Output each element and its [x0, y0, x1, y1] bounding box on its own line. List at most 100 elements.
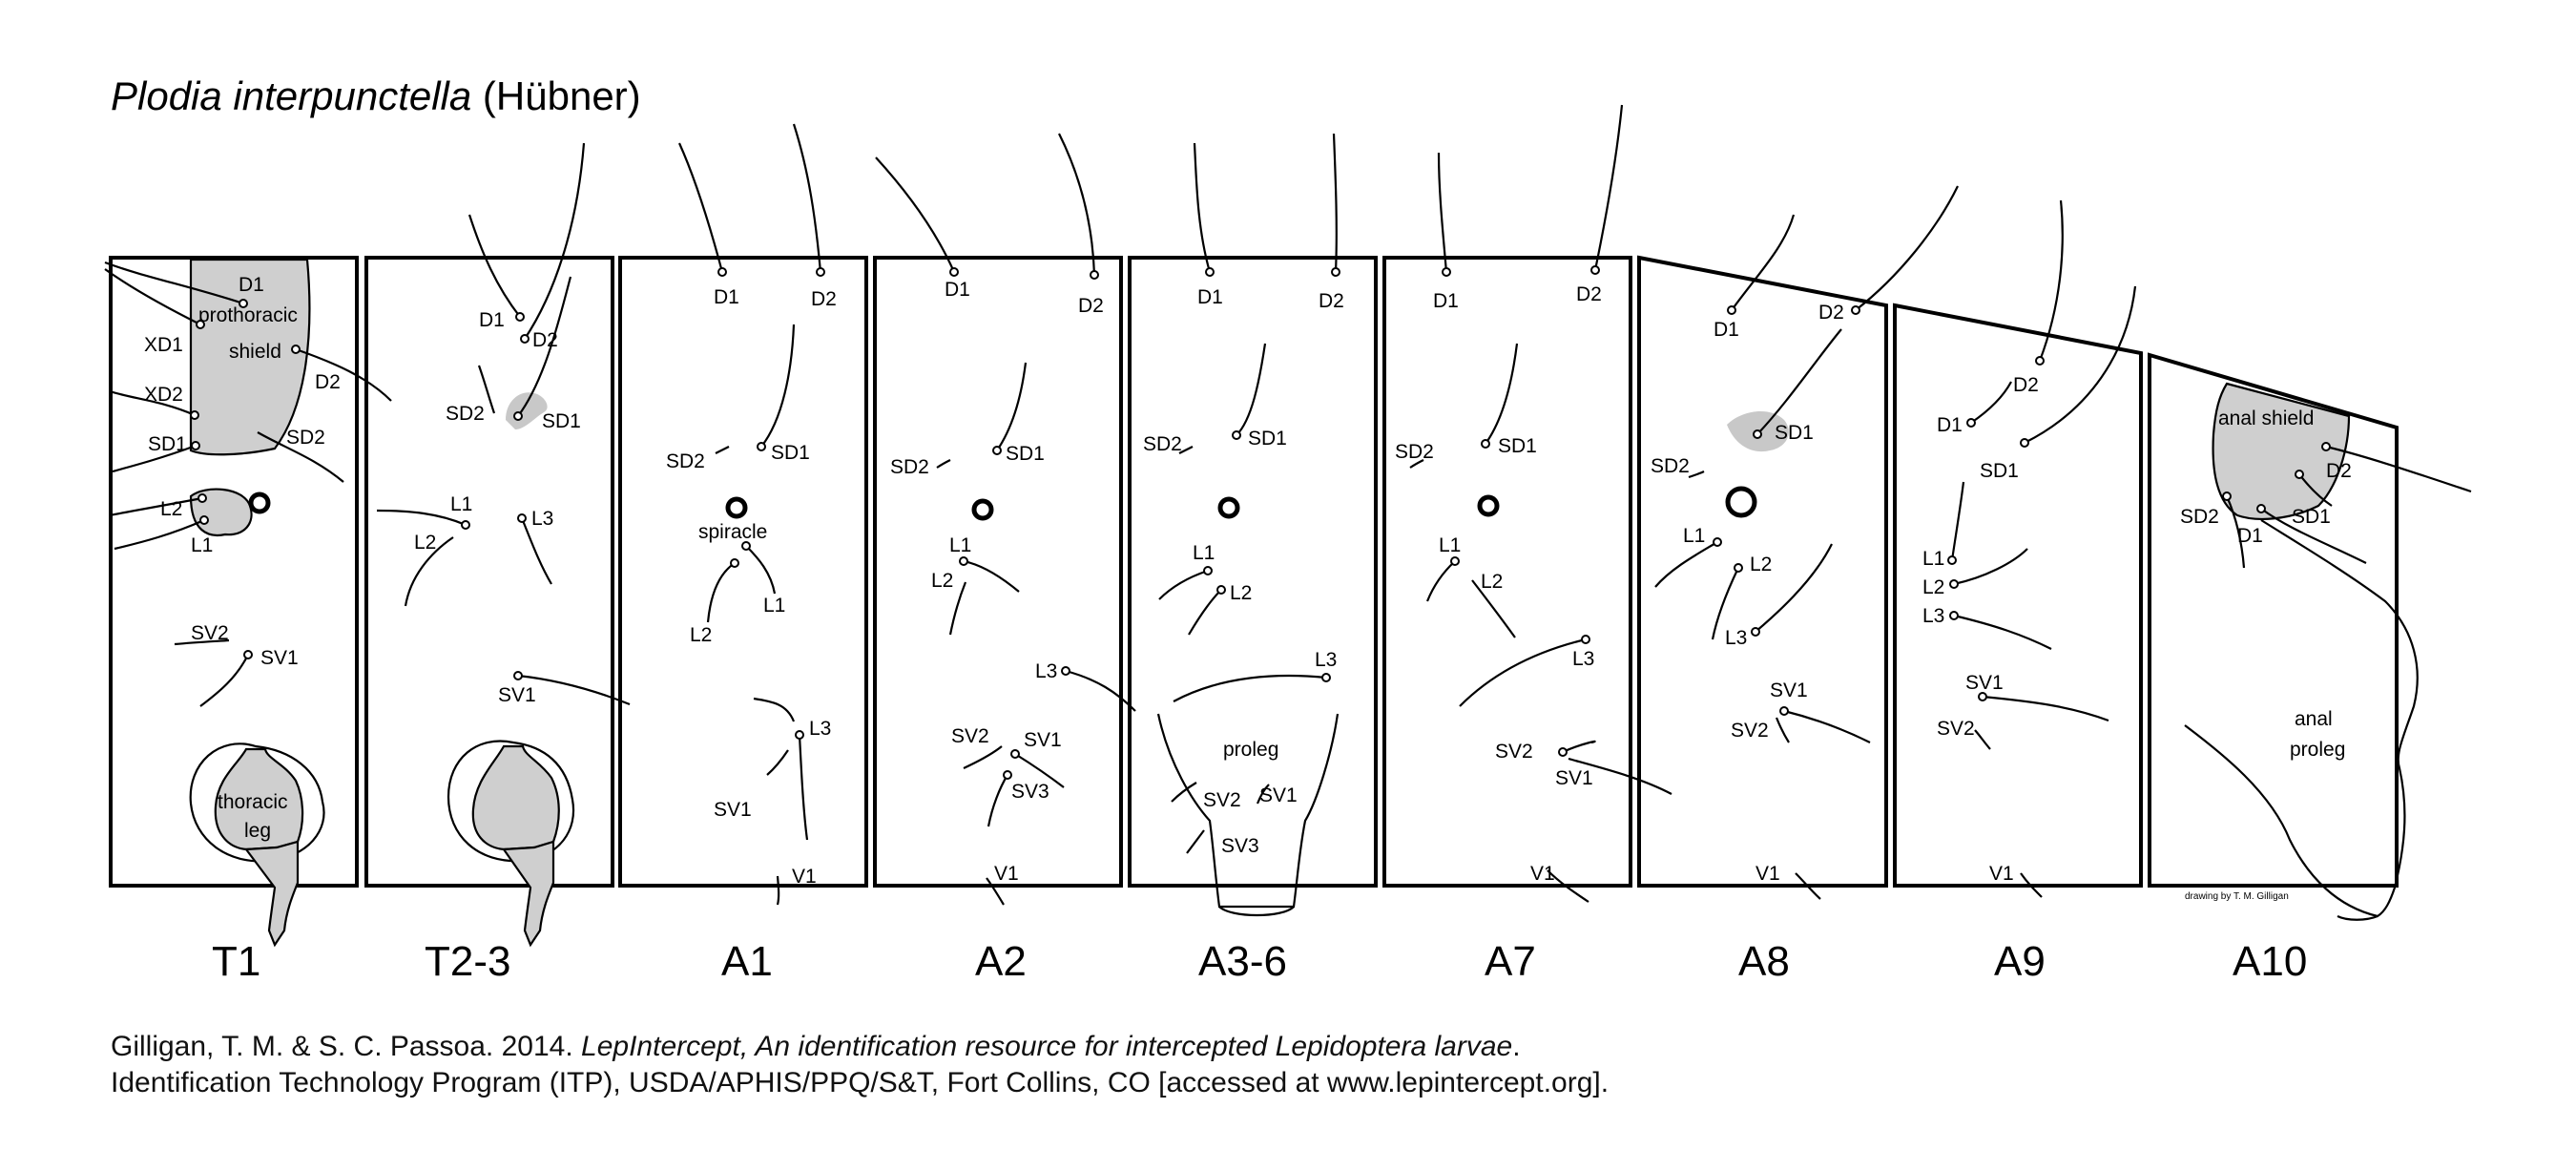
label-l1-t23: L1: [450, 493, 472, 515]
segment-label-t2-3: T2-3: [425, 938, 510, 985]
seta-l3-a8: [1755, 543, 1833, 633]
citation-line-2: Identification Technology Program (ITP),…: [111, 1067, 1610, 1098]
segment-box-a9: [1893, 303, 2143, 888]
label-sv3-a36: SV3: [1221, 835, 1259, 857]
segment-label-a1: A1: [721, 938, 773, 985]
seta-d1-t23: [467, 214, 521, 318]
seta-d1-a8: [1731, 214, 1796, 311]
proleg-tip: [1218, 906, 1295, 917]
label-d2-a7: D2: [1576, 283, 1602, 305]
label-l2-t1: L2: [160, 498, 182, 520]
pin-l3-t23: [517, 513, 527, 523]
segment-label-a9: A9: [1994, 938, 2046, 985]
pin-l3-a8: [1751, 627, 1760, 637]
pin-sv2-a7: [1558, 747, 1568, 757]
label-d1-a1: D1: [714, 286, 739, 308]
anal-proleg-label-1: anal: [2295, 708, 2333, 730]
label-sv1-t1: SV1: [260, 647, 299, 669]
pin-d2-a36: [1331, 267, 1340, 277]
pin-sd1-a7: [1481, 439, 1490, 449]
seta-xd1-t1: [104, 268, 201, 325]
seta-sd2-t23: [477, 365, 496, 414]
thoracic-leg-distal-t1: [243, 840, 300, 948]
label-sv2-a7: SV2: [1495, 741, 1533, 763]
seta-l3-a1-b: [798, 734, 809, 841]
label-sv2-t1: SV2: [191, 622, 229, 644]
label-d1-a7: D1: [1433, 290, 1459, 312]
anal-shield: [2212, 382, 2351, 520]
prothoracic-shield-label-2: shield: [229, 341, 281, 363]
seta-l2-t23: [404, 536, 454, 607]
seta-d1-a1: [677, 142, 724, 273]
pin-xd1-t1: [196, 320, 205, 329]
label-sd1-a9: SD1: [1980, 460, 2019, 482]
citation-work: LepIntercept, An identification resource…: [581, 1031, 1513, 1062]
pin-l2-t1: [197, 493, 207, 503]
segment-box-a8: [1637, 255, 1888, 888]
pin-l1-a36: [1203, 566, 1213, 575]
pin-d2-a10: [2321, 442, 2331, 451]
artist-credit: drawing by T. M. Gilligan: [2185, 891, 2289, 902]
label-sv2-a2: SV2: [951, 725, 989, 747]
label-sd2-a8: SD2: [1651, 455, 1690, 477]
pin-l3-a7: [1581, 635, 1590, 644]
label-xd2-t1: XD2: [144, 384, 183, 406]
seta-sd2-a1: [715, 446, 730, 454]
seta-sv1-a7: [1568, 757, 1672, 795]
seta-xd2-t1: [109, 389, 196, 417]
label-sv1-a8: SV1: [1770, 680, 1808, 701]
spiracle-a8: [1725, 486, 1757, 518]
label-sv2-a36: SV2: [1203, 789, 1241, 811]
label-d2-a1: D2: [811, 288, 837, 310]
label-sd1-a10: SD1: [2292, 506, 2331, 528]
seta-sd2-a8: [1688, 470, 1705, 479]
spiracle-a2: [971, 498, 994, 521]
seta-l3-t23: [520, 517, 552, 585]
pin-d1-a9: [1966, 418, 1976, 428]
seta-sv2-a7: [1562, 740, 1596, 754]
label-sv1-a7: SV1: [1555, 767, 1593, 789]
seta-sv1-a36: [1256, 784, 1270, 805]
seta-d2-a36: [1332, 133, 1338, 273]
seta-d2-a8: [1855, 185, 1959, 311]
pin-sd1-a10: [2295, 470, 2304, 479]
pin-d2-a9: [2035, 356, 2045, 366]
label-d2-a10: D2: [2326, 460, 2352, 482]
seta-d2-a9: [2038, 199, 2064, 362]
seta-l3-a1-a: [753, 697, 796, 722]
pin-sv1-a2: [1010, 749, 1020, 759]
pin-l1-a9: [1947, 555, 1957, 565]
seta-sd1-a36: [1236, 343, 1267, 436]
prothoracic-shield-label-1: prothoracic: [198, 304, 298, 326]
segment-box-a1: [618, 256, 868, 888]
spiracle-a1: [725, 496, 748, 519]
label-sd2-a36: SD2: [1143, 433, 1182, 455]
pin-l3-a2: [1061, 666, 1070, 676]
label-d1-t1: D1: [239, 274, 264, 296]
label-l3-t23: L3: [531, 508, 553, 530]
seta-sv1-a1: [766, 749, 789, 776]
seta-sv2-a2: [963, 745, 1003, 769]
label-v1-a2: V1: [994, 863, 1019, 885]
segment-box-a3-6: [1128, 256, 1378, 888]
label-l1-a9: L1: [1922, 548, 1944, 570]
pin-xd2-t1: [190, 410, 199, 420]
pin-sd1-a1: [757, 442, 766, 451]
pin-l2-a9: [1949, 579, 1959, 589]
seta-l2-a1: [706, 562, 736, 623]
segment-box-a10: [2148, 352, 2399, 888]
label-sv3-a2: SV3: [1011, 781, 1049, 803]
segment-label-a10: A10: [2233, 938, 2307, 985]
label-sd1-a8: SD1: [1775, 422, 1814, 444]
pin-d1-a7: [1442, 267, 1451, 277]
spiracle-a36: [1217, 496, 1240, 519]
pin-sd1-a8: [1753, 429, 1762, 439]
seta-sd1-a8: [1756, 328, 1842, 435]
label-d1-a36: D1: [1197, 286, 1223, 308]
seta-sd2-a2: [936, 459, 951, 469]
label-sv1-a1: SV1: [714, 799, 752, 821]
seta-l2-t1: [109, 496, 203, 517]
label-d2-a36: D2: [1319, 290, 1344, 312]
segment-box-a2: [873, 256, 1123, 888]
diagram-title: Plodia interpunctella (Hübner): [111, 73, 641, 118]
